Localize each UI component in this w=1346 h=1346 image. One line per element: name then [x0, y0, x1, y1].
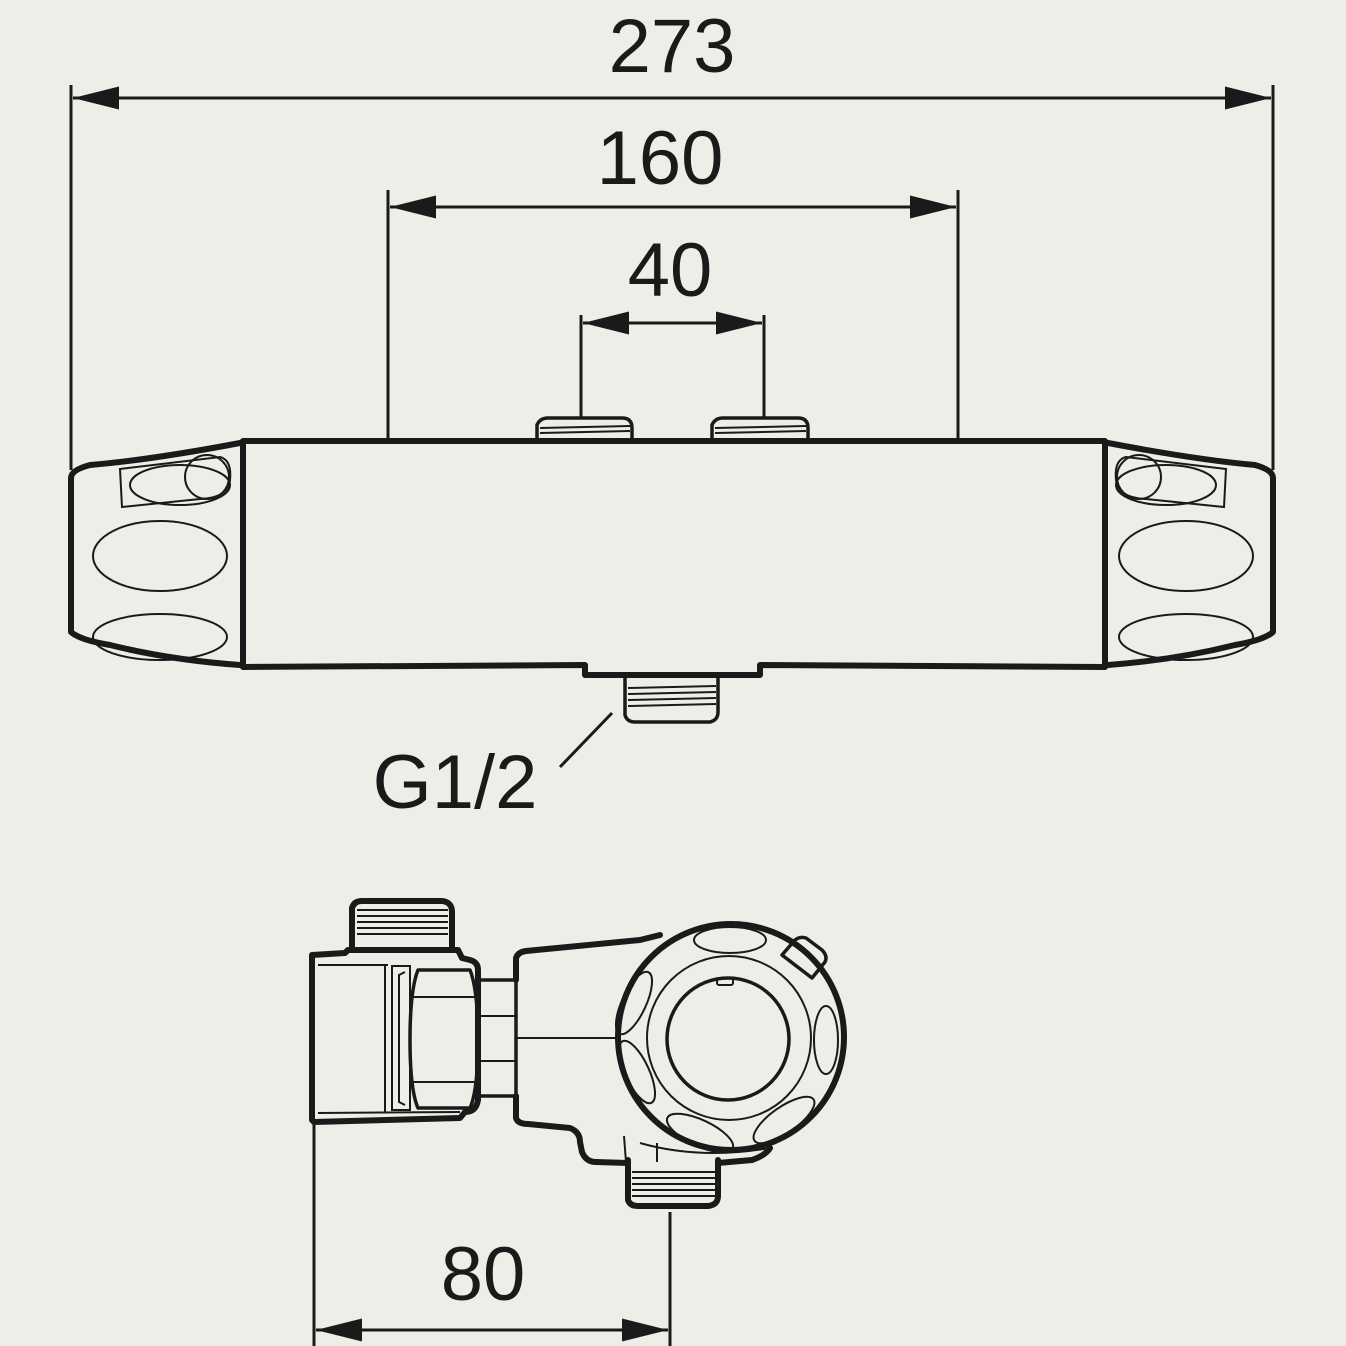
dimension-80: 80 [312, 1122, 672, 1346]
right-end-cap [1105, 440, 1276, 668]
dimension-label-connector-spacing: 40 [628, 228, 713, 313]
temperature-knob [614, 921, 847, 1154]
dimension-label-inlet-spacing: 160 [597, 116, 724, 201]
left-end-cap [68, 440, 243, 668]
dimension-273: 273 [69, 4, 1275, 470]
side-bottom-outlet [625, 1157, 721, 1209]
side-hex-nut [391, 965, 480, 1111]
dimension-40: 40 [579, 228, 766, 418]
side-connector [476, 978, 518, 1098]
bottom-outlet [623, 675, 720, 724]
side-top-connector [345, 898, 460, 953]
dimension-label-depth: 80 [441, 1232, 526, 1317]
side-wall-block [309, 947, 481, 1125]
dimension-label-overall: 273 [609, 4, 736, 89]
side-body [513, 932, 773, 1166]
dimension-160: 160 [386, 116, 960, 440]
side-view [309, 898, 847, 1209]
front-view: G1/2 [68, 416, 1276, 825]
thread-leader-line [558, 711, 614, 769]
top-connector-right [710, 416, 810, 441]
thermostat-body [240, 438, 1108, 678]
top-connector-left [535, 416, 634, 441]
thread-label: G1/2 [373, 740, 538, 825]
